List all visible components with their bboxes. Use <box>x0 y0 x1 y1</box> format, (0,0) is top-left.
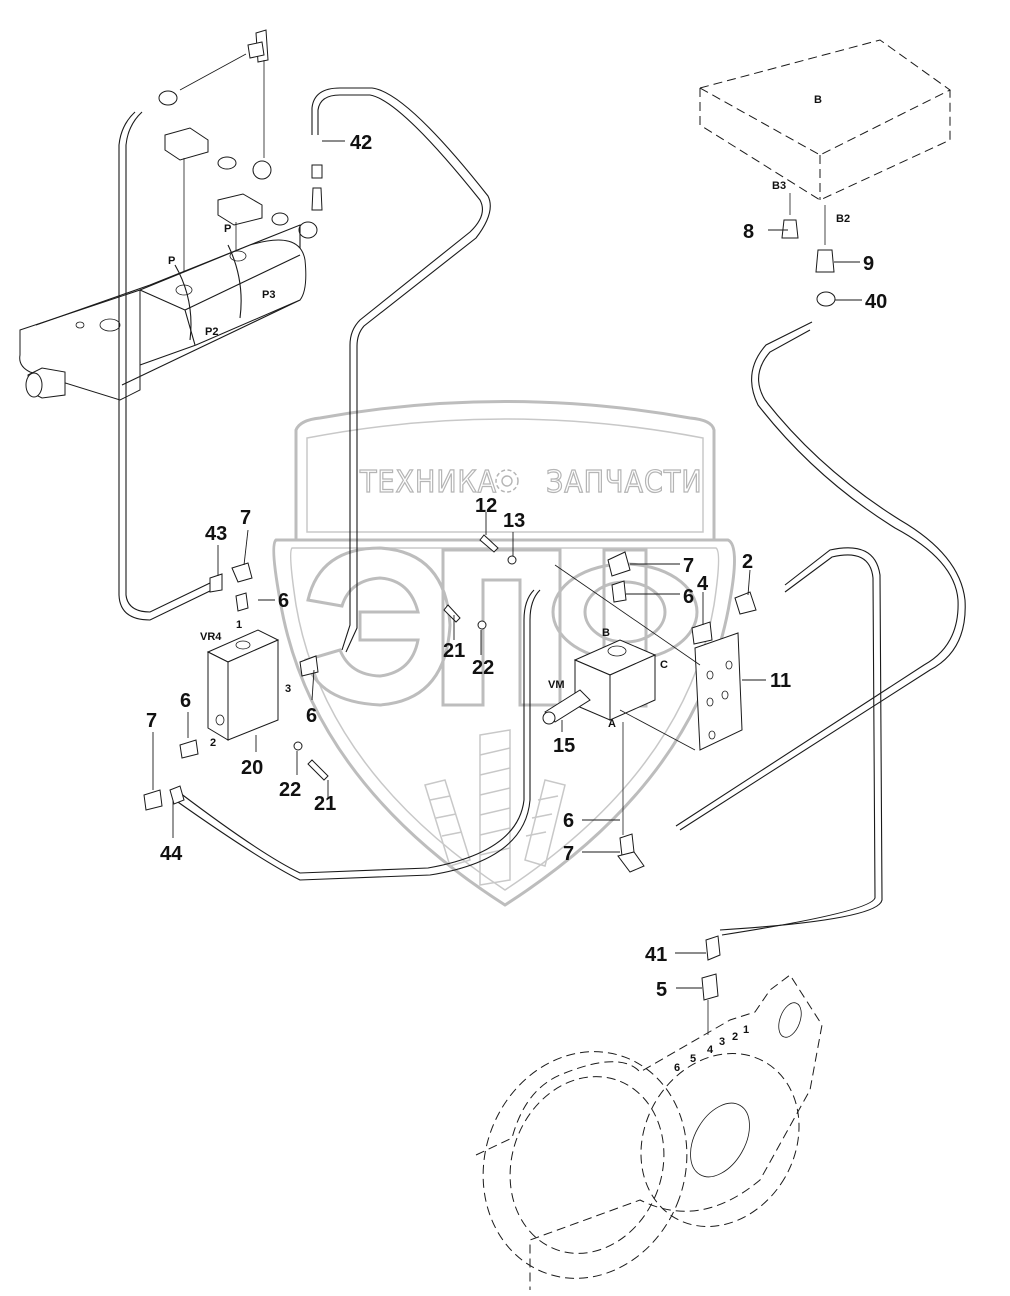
flange-port-4: 4 <box>707 1044 714 1056</box>
valve-vm: VM A B C <box>443 534 757 873</box>
callout-21-vm: 21 <box>443 640 465 662</box>
block-b: B B3 B2 <box>698 39 951 307</box>
flange-port-6: 6 <box>674 1062 680 1074</box>
callout-8: 8 <box>743 221 754 243</box>
callout-20: 20 <box>241 757 263 779</box>
callout-leaders <box>152 140 862 989</box>
valve-vr4: VR4 1 2 3 <box>143 562 329 811</box>
pump-fittings <box>158 29 323 290</box>
watermark-text-left: ТЕХНИКА <box>359 465 497 500</box>
callout-42: 42 <box>350 132 372 154</box>
watermark-letter-p <box>441 548 562 707</box>
vr4-port-3: 3 <box>285 683 291 695</box>
callout-6-vm-top: 6 <box>683 586 694 608</box>
watermark: ТЕХНИКА ЗАПЧАСТИ <box>272 400 737 907</box>
watermark-wheat <box>424 729 566 886</box>
callout-9: 9 <box>863 253 874 275</box>
flange-port-1: 1 <box>743 1024 749 1036</box>
flange-port-numbers: 1 2 3 4 5 6 <box>674 1024 749 1074</box>
flange-port-2: 2 <box>732 1031 738 1043</box>
vm-label: VM <box>548 679 565 691</box>
hoses <box>118 87 966 936</box>
callout-44: 44 <box>160 843 183 865</box>
pump-label-p2: P2 <box>205 326 218 338</box>
callout-15: 15 <box>553 735 575 757</box>
callout-22-vm: 22 <box>472 657 494 679</box>
vr4-port-2: 2 <box>210 737 216 749</box>
callout-7-vr4-top: 7 <box>240 507 251 529</box>
gear-icon <box>495 469 519 493</box>
pump-label-p3: P3 <box>262 289 275 301</box>
callout-7-vm-top: 7 <box>683 555 694 577</box>
callout-5: 5 <box>656 979 667 1001</box>
flange-port-3: 3 <box>719 1036 725 1048</box>
tandem-pump: P2 P3 P P <box>19 223 307 401</box>
pump-port-label-2: P <box>224 223 231 235</box>
callout-6-vm-bottom: 6 <box>563 810 574 832</box>
watermark-text-right: ЗАПЧАСТИ <box>546 465 703 500</box>
callout-22-vr4: 22 <box>279 779 301 801</box>
callout-12: 12 <box>475 495 497 517</box>
flange-port-5: 5 <box>690 1053 696 1065</box>
block-port-b3: B3 <box>772 180 786 192</box>
pump-port-label-1: P <box>168 255 175 267</box>
callout-21-vr4: 21 <box>314 793 336 815</box>
callout-2: 2 <box>742 551 753 573</box>
callout-11: 11 <box>770 670 791 692</box>
callout-41: 41 <box>645 944 667 966</box>
callout-7-vr4-left: 7 <box>146 710 157 732</box>
callout-13: 13 <box>503 510 525 532</box>
vm-port-c: C <box>660 659 668 671</box>
block-port-b2: B2 <box>836 213 850 225</box>
block-label: B <box>814 94 822 106</box>
engine-flange: 1 2 3 4 5 6 <box>475 935 823 1290</box>
callout-6-vr4-top: 6 <box>278 590 289 612</box>
callout-6-vr4-left: 6 <box>180 690 191 712</box>
callout-40: 40 <box>865 291 887 313</box>
watermark-shield <box>294 400 716 542</box>
watermark-letter-e <box>304 546 452 707</box>
callouts: 42 8 9 40 43 7 6 12 13 7 6 2 4 11 21 22 … <box>146 132 887 1001</box>
callout-43: 43 <box>205 523 227 545</box>
callout-6-vr4-right: 6 <box>306 705 317 727</box>
watermark-shield-body <box>272 538 737 907</box>
vr4-label: VR4 <box>200 631 222 643</box>
vm-port-a: A <box>608 718 616 730</box>
callout-4: 4 <box>697 573 709 595</box>
vr4-port-1: 1 <box>236 619 242 631</box>
vm-port-b: B <box>602 627 610 639</box>
callout-7-vm-bottom: 7 <box>563 843 574 865</box>
